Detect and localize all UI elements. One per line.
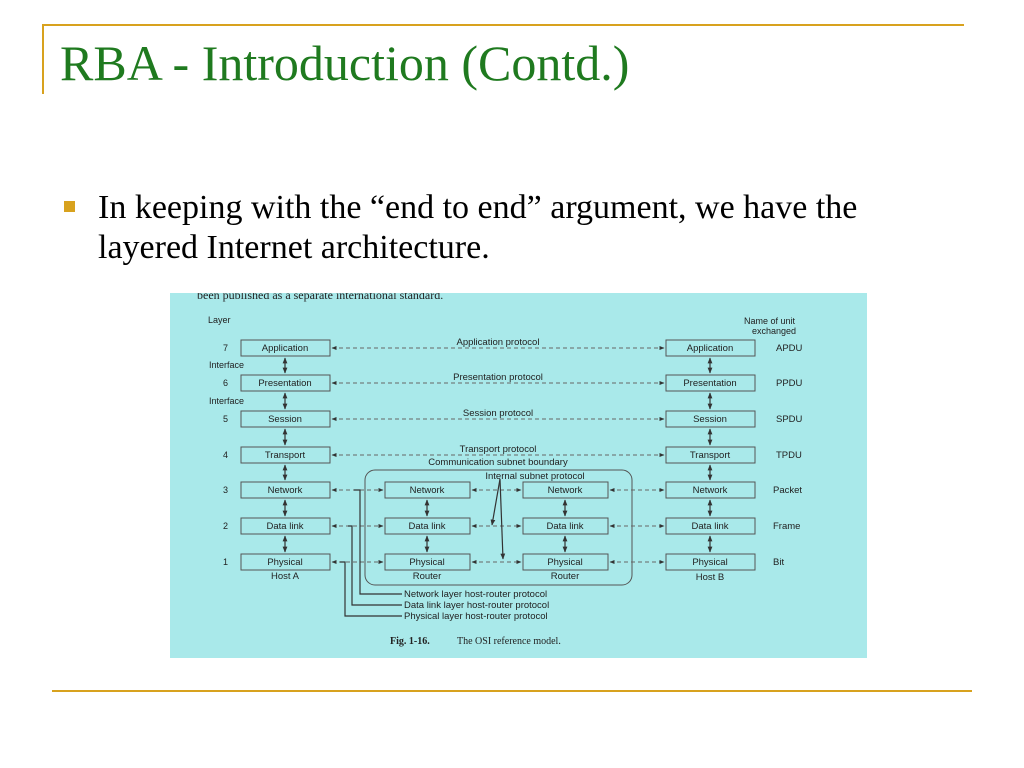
figure-caption-label: Fig. 1-16. xyxy=(390,636,430,647)
unit-label: APDU xyxy=(776,343,803,354)
host-b-physical-box xyxy=(665,553,756,571)
host-b-transport-box xyxy=(665,446,756,464)
layer-number: 1 xyxy=(223,557,228,567)
bullet-square-icon xyxy=(64,201,75,212)
router1-layer-label: Physical xyxy=(409,557,444,568)
host-a-datalink-box xyxy=(240,517,331,535)
router2-datalink-box xyxy=(522,517,609,535)
layer-number: 7 xyxy=(223,343,228,353)
host-b-presentation-box xyxy=(665,374,756,392)
host-b-layer-label: Presentation xyxy=(683,378,736,389)
router2-layer-label: Data link xyxy=(547,521,584,532)
router-label: Router xyxy=(413,571,442,582)
interface-label: Interface xyxy=(209,360,244,370)
layer-number: 2 xyxy=(223,521,228,531)
router1-layer-label: Network xyxy=(410,485,445,496)
layer-number: 5 xyxy=(223,414,228,424)
host-a-layer-label: Application xyxy=(262,343,308,354)
layer-number: 4 xyxy=(223,450,228,460)
router2-layer-label: Network xyxy=(548,485,583,496)
host-a-physical-box xyxy=(240,553,331,571)
subnet-boundary-label: Communication subnet boundary xyxy=(428,457,568,468)
unit-label: Frame xyxy=(773,521,800,532)
osi-diagram: been published as a separate internation… xyxy=(197,293,803,647)
figure-top-text: been published as a separate internation… xyxy=(197,293,443,302)
legend-network-host-router: Network layer host-router protocol xyxy=(404,589,547,600)
top-rule xyxy=(42,24,964,26)
router1-network-box xyxy=(384,481,471,499)
host-b-layer-label: Transport xyxy=(690,450,731,461)
legend-physical-host-router: Physical layer host-router protocol xyxy=(404,611,548,622)
host-a-session-box xyxy=(240,410,331,428)
layer-number: 3 xyxy=(223,485,228,495)
layer-header: Layer xyxy=(208,315,231,325)
host-b-application-box xyxy=(665,339,756,357)
protocol-label: Presentation protocol xyxy=(453,372,543,383)
bottom-rule xyxy=(52,690,972,692)
host-b-layer-label: Physical xyxy=(692,557,727,568)
unit-label: SPDU xyxy=(776,414,803,425)
protocol-label: Transport protocol xyxy=(460,444,537,455)
bullet-text: In keeping with the “end to end” argumen… xyxy=(98,189,858,266)
host-a-layer-label: Physical xyxy=(267,557,302,568)
host-b-layer-label: Session xyxy=(693,414,727,425)
unit-header-line2: exchanged xyxy=(752,326,796,336)
router2-network-box xyxy=(522,481,609,499)
host-a-application-box xyxy=(240,339,331,357)
unit-label: Bit xyxy=(773,557,784,568)
host-b-network-box xyxy=(665,481,756,499)
host-a-layer-label: Data link xyxy=(267,521,304,532)
layer-number: 6 xyxy=(223,378,228,388)
slide-title: RBA - Introduction (Contd.) xyxy=(60,35,630,91)
host-b-label: Host B xyxy=(696,572,725,583)
router-label: Router xyxy=(551,571,580,582)
left-rule xyxy=(42,24,44,94)
host-a-network-box xyxy=(240,481,331,499)
router2-layer-label: Physical xyxy=(547,557,582,568)
figure-caption-text: The OSI reference model. xyxy=(457,636,561,647)
host-a-layer-label: Session xyxy=(268,414,302,425)
router2-physical-box xyxy=(522,553,609,571)
host-b-datalink-box xyxy=(665,517,756,535)
host-a-presentation-box xyxy=(240,374,331,392)
legend-datalink-host-router: Data link layer host-router protocol xyxy=(404,600,549,611)
host-a-layer-label: Presentation xyxy=(258,378,311,389)
osi-figure: been published as a separate internation… xyxy=(170,293,867,658)
host-a-layer-label: Transport xyxy=(265,450,306,461)
unit-label: PPDU xyxy=(776,378,803,389)
host-b-layer-label: Network xyxy=(693,485,728,496)
router1-datalink-box xyxy=(384,517,471,535)
unit-label: TPDU xyxy=(776,450,802,461)
internal-subnet-protocol-label: Internal subnet protocol xyxy=(485,471,584,482)
protocol-label: Application protocol xyxy=(457,337,540,348)
interface-label: Interface xyxy=(209,396,244,406)
host-a-layer-label: Network xyxy=(268,485,303,496)
protocol-label: Session protocol xyxy=(463,408,533,419)
host-b-session-box xyxy=(665,410,756,428)
host-a-label: Host A xyxy=(271,571,300,582)
unit-header-line1: Name of unit xyxy=(744,316,796,326)
host-b-layer-label: Data link xyxy=(692,521,729,532)
router1-layer-label: Data link xyxy=(409,521,446,532)
unit-label: Packet xyxy=(773,485,802,496)
host-a-transport-box xyxy=(240,446,331,464)
host-b-layer-label: Application xyxy=(687,343,733,354)
router1-physical-box xyxy=(384,553,471,571)
